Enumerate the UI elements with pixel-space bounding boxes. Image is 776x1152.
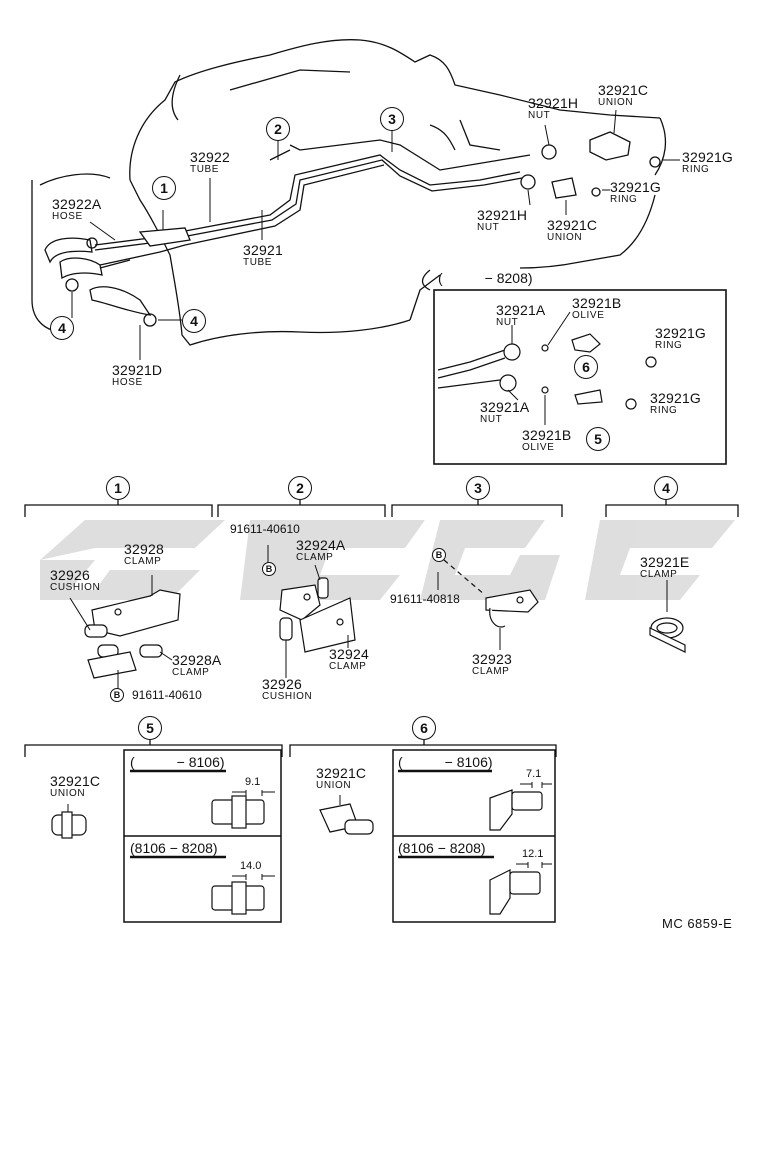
bolt-91611-40818: 91611-40818 <box>390 592 460 606</box>
dim-5-bottom: 14.0 <box>240 860 262 872</box>
brake-tubes <box>94 139 531 266</box>
inset-range: ( − 8208) <box>438 270 533 286</box>
section1-parts <box>84 589 181 679</box>
bolt-mark-2: B <box>262 562 276 576</box>
subpanel-6-top-range: ( − 8106) <box>398 754 493 770</box>
inset-box <box>433 289 727 465</box>
inset-parts <box>437 333 657 410</box>
callout-2-top: 2 <box>266 117 290 141</box>
section-6-header: 6 <box>412 716 436 740</box>
dim-6-top: 7.1 <box>526 768 542 780</box>
subpanel-5-top-range: ( − 8106) <box>130 754 225 770</box>
callout-5-inset: 5 <box>586 427 610 451</box>
callout-6-inset: 6 <box>574 355 598 379</box>
section-3-header: 3 <box>466 476 490 500</box>
section-brackets <box>24 500 739 757</box>
subpanel-fittings <box>211 789 543 915</box>
section-5-header: 5 <box>138 716 162 740</box>
dim-6-bottom: 12.1 <box>522 848 544 860</box>
dim-5-top: 9.1 <box>245 776 261 788</box>
bolt-mark-3: B <box>432 548 446 562</box>
callout-1-top: 1 <box>152 176 176 200</box>
callout-4-left: 4 <box>50 316 74 340</box>
bolt-mark-1: B <box>110 688 124 702</box>
bolt-91611-40610-2: 91611-40610 <box>230 522 300 536</box>
callout-4-right: 4 <box>182 309 206 333</box>
left-hoses <box>44 227 191 327</box>
section4-clamp <box>649 617 686 653</box>
subpanel-5-bottom-range: (8106 − 8208) <box>130 840 218 856</box>
union-parts-5-6 <box>51 803 374 839</box>
dimension-marks <box>232 782 552 880</box>
reference-code: MC 6859-E <box>662 916 733 931</box>
bolt-91611-40610-1: 91611-40610 <box>132 688 202 702</box>
section-2-header: 2 <box>288 476 312 500</box>
leader-lines <box>67 109 680 812</box>
section2-parts <box>279 577 356 653</box>
subpanels <box>123 749 556 923</box>
section-4-header: 4 <box>654 476 678 500</box>
section-1-header: 1 <box>106 476 130 500</box>
subpanel-6-bottom-range: (8106 − 8208) <box>398 840 486 856</box>
callout-3-top: 3 <box>380 107 404 131</box>
section3-parts <box>443 559 539 628</box>
